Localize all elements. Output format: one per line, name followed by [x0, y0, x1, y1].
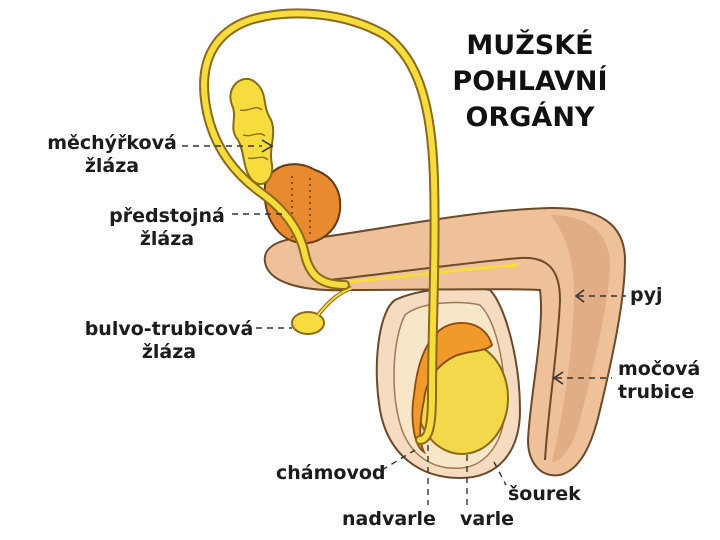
arrow-seminal-vesicle: [261, 139, 274, 153]
label-epididymis: nadvarle: [342, 508, 436, 530]
label-urethra-line1: močová: [618, 358, 701, 380]
bulbourethral-duct-fill: [317, 287, 353, 316]
label-bulbourethral-line2: žláza: [141, 341, 197, 363]
label-seminal-vesicle-line1: měchýřková: [47, 132, 177, 154]
label-prostate-line2: žláza: [139, 228, 195, 250]
arrow-urethra: [552, 371, 564, 385]
title-line-3: ORGÁNY: [465, 102, 595, 133]
label-bulbourethral: bulvo-trubicová žláza: [84, 318, 254, 364]
diagram-title: MUŽSKÉ POHLAVNÍ ORGÁNY: [430, 28, 630, 136]
leader-lines: [182, 145, 626, 505]
label-penis: pyj: [630, 284, 663, 306]
label-urethra: močová trubice: [618, 358, 702, 404]
bulbourethral-duct: [316, 286, 353, 317]
seminal-vesicle-folds: [239, 107, 269, 161]
label-testis: varle: [460, 508, 514, 530]
leader-scrotum: [493, 461, 507, 486]
bulbourethral-shape: [291, 311, 325, 335]
urethra-line: [329, 256, 562, 461]
label-vas-deferens: chámovod: [276, 462, 386, 484]
label-urethra-line2: trubice: [618, 381, 695, 403]
prostate-dots: [291, 176, 311, 238]
prostate-shape: [263, 163, 342, 245]
vas-deferens: [201, 10, 438, 443]
title-line-2: POHLAVNÍ: [452, 66, 608, 97]
arrow-penis: [574, 289, 585, 303]
label-bulbourethral-line1: bulvo-trubicová: [84, 318, 254, 340]
label-prostate: předstojná žláza: [104, 205, 230, 251]
label-scrotum: šourek: [508, 483, 581, 505]
label-prostate-line1: předstojná: [109, 205, 225, 227]
label-seminal-vesicle: měchýřková žláza: [44, 132, 180, 178]
title-line-1: MUŽSKÉ: [466, 30, 594, 61]
penis-shading: [550, 215, 611, 462]
label-seminal-vesicle-line2: žláza: [84, 155, 140, 177]
